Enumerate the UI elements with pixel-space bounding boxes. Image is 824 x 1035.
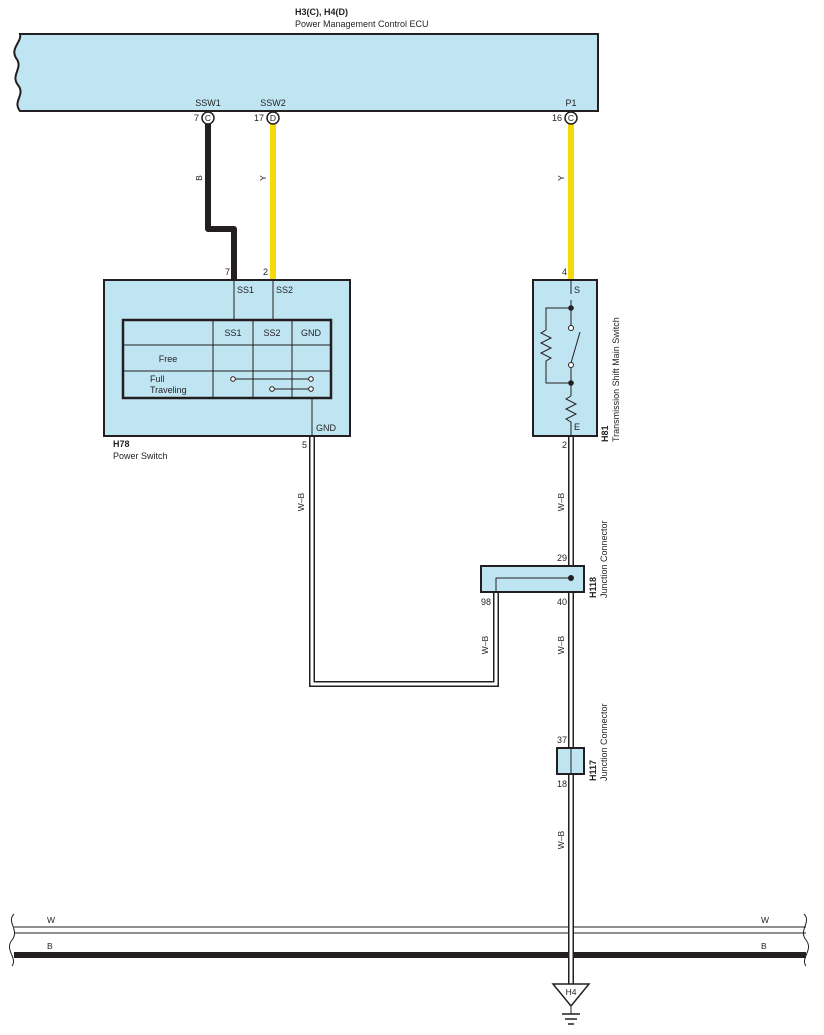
wire-label-wb1: W–B — [296, 492, 306, 511]
ecu-pin-ssw2-circle — [266, 111, 280, 125]
ecu-pin-p1-name: P1 — [565, 98, 576, 108]
sw-term-s: S — [574, 285, 580, 295]
ecu-pin-ssw2-num: 17 — [254, 113, 264, 123]
h118-name: Junction Connector — [599, 520, 609, 598]
ecu-pin-ssw2-name: SSW2 — [260, 98, 286, 108]
junction-connector-h118: 29 40 98 H118 Junction Connector — [480, 520, 609, 607]
h117-name: Junction Connector — [599, 703, 609, 781]
h118-pin-98: 98 — [481, 597, 491, 607]
wire-ssw1-black — [205, 124, 237, 280]
table-row-full: Full — [150, 374, 165, 384]
ecu-pin-ssw1-circle — [201, 111, 215, 125]
ecu-pin-p1-circle — [564, 111, 578, 125]
h117-pin-37: 37 — [557, 735, 567, 745]
ps-code: H78 — [113, 439, 130, 449]
wire-label-wb2: W–B — [556, 492, 566, 511]
table-header-gnd: GND — [301, 328, 322, 338]
ecu-connectors: H3(C), H4(D) — [295, 7, 348, 17]
ground-point: H4 — [551, 983, 591, 1025]
wire-label-wb5: W–B — [556, 830, 566, 849]
ecu-pin-p1-conn: C — [568, 113, 574, 123]
ps-term-ss2: SS2 — [276, 285, 293, 295]
h118-code: H118 — [588, 577, 598, 598]
sw-pin-e: 2 — [562, 440, 567, 450]
wire-label-b: B — [194, 175, 204, 181]
sw-internal-circuit — [539, 280, 581, 436]
sw-code: H81 — [600, 425, 610, 442]
ground-triangle — [551, 983, 591, 1008]
wire-gnd-wb — [309, 436, 499, 687]
h118-pin-29: 29 — [557, 553, 567, 563]
ps-pin-ss2: 2 — [263, 267, 268, 277]
junction-connector-h117: 37 18 H117 Junction Connector — [556, 703, 609, 789]
bus-b-label-left: B — [47, 941, 53, 951]
bus-b-label-right: B — [761, 941, 767, 951]
h117-code: H117 — [588, 760, 598, 781]
h118-pin-40: 40 — [557, 597, 567, 607]
table-row-free: Free — [159, 354, 178, 364]
sw-term-e: E — [574, 422, 580, 432]
ps-operation-table: SS1 SS2 GND Free Full Traveling — [121, 318, 333, 400]
shift-switch-component: 4 S E 2 H81 Transmission Shift Main Swit… — [532, 267, 621, 450]
wire-label-wb4: W–B — [556, 635, 566, 654]
wire-label-y2: Y — [556, 175, 566, 181]
ps-term-gnd: GND — [316, 423, 337, 433]
power-switch-component: 7 2 SS1 SS2 GND 5 H78 Power Switch SS1 S… — [103, 267, 351, 461]
bus-w-label-right: W — [761, 915, 769, 925]
h117-pin-18: 18 — [557, 779, 567, 789]
ecu-component: H3(C), H4(D) Power Management Control EC… — [13, 7, 599, 112]
ecu-pin-ssw2-conn: D — [270, 113, 276, 123]
ecu-pin-markers: C 7 D 17 C 16 — [194, 111, 578, 125]
table-row-traveling: Traveling — [150, 385, 187, 395]
table-header-ss2: SS2 — [263, 328, 280, 338]
wire-labels: B Y Y W–B W–B W–B W–B W–B — [194, 175, 566, 849]
ps-term-ss1: SS1 — [237, 285, 254, 295]
h118-box — [480, 565, 585, 593]
ps-pin-gnd: 5 — [302, 440, 307, 450]
sw-name: Transmission Shift Main Switch — [611, 317, 621, 442]
bus-w-label-left: W — [47, 915, 55, 925]
ecu-pin-ssw1-conn: C — [205, 113, 211, 123]
ecu-box — [13, 33, 599, 112]
ecu-pin-p1-num: 16 — [552, 113, 562, 123]
ps-name: Power Switch — [113, 451, 168, 461]
table-header-ss1: SS1 — [224, 328, 241, 338]
ground-code: H4 — [566, 987, 577, 997]
ps-pin-ss1: 7 — [225, 267, 230, 277]
wire-label-y1: Y — [258, 175, 268, 181]
ecu-pin-ssw1-num: 7 — [194, 113, 199, 123]
wire-label-wb3: W–B — [480, 635, 490, 654]
ecu-name: Power Management Control ECU — [295, 19, 429, 29]
sw-pin-s: 4 — [562, 267, 567, 277]
ecu-pin-ssw1-name: SSW1 — [195, 98, 221, 108]
bus-lines: W W B B — [8, 913, 810, 967]
shift-switch-box — [532, 279, 598, 437]
